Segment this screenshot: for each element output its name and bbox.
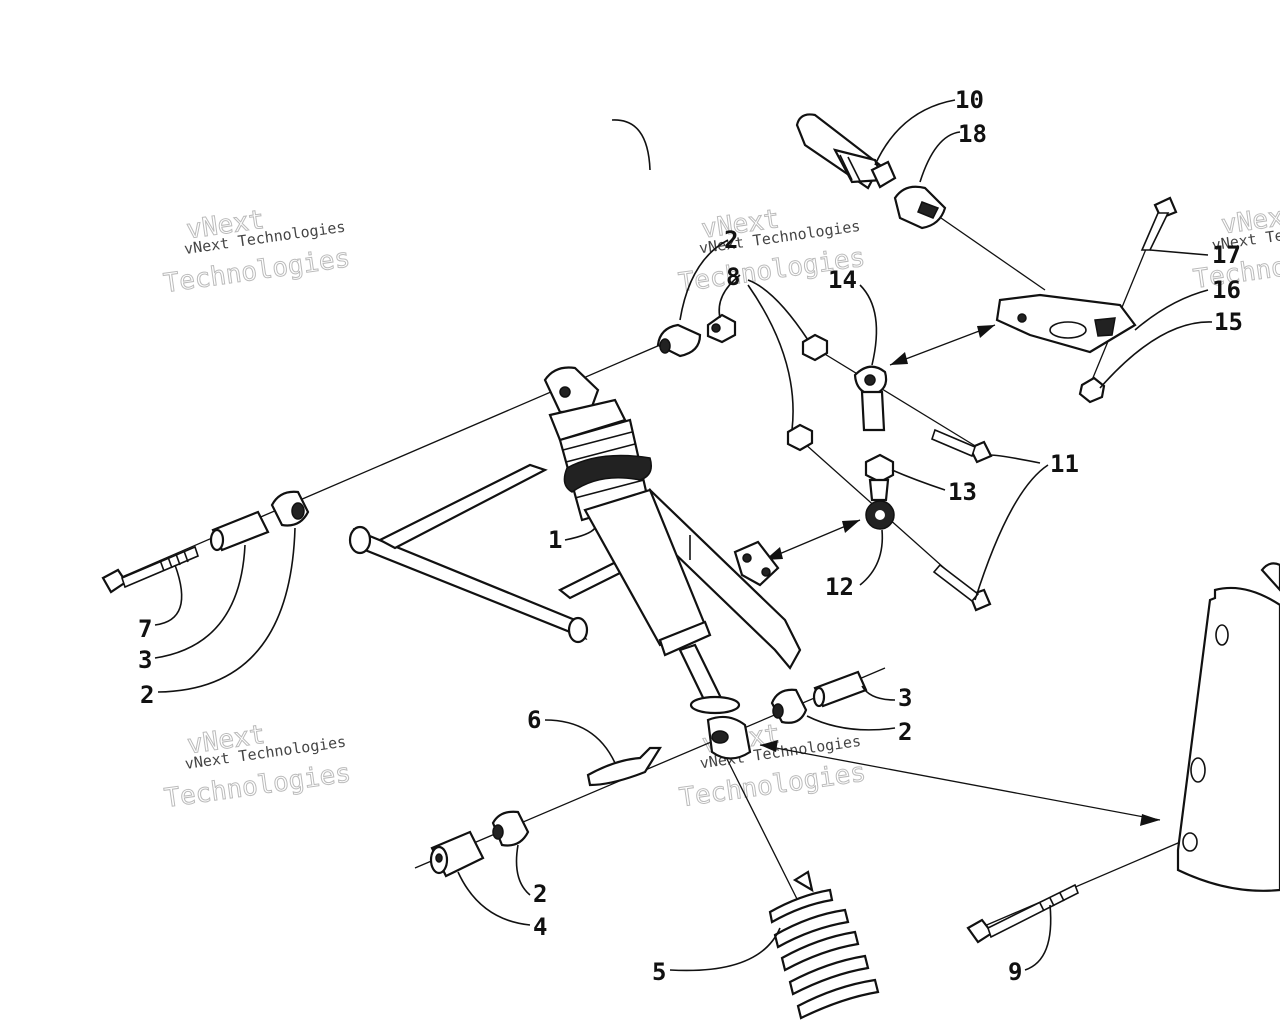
watermark-group: vNext vNext Technologies Technologies <box>677 719 868 814</box>
callout-16: 16 <box>1212 276 1241 304</box>
callout-3-right: 3 <box>898 684 912 712</box>
callout-12: 12 <box>825 573 854 601</box>
callout-14: 14 <box>828 266 857 294</box>
callout-2-left: 2 <box>140 681 154 709</box>
callout-6: 6 <box>527 706 541 734</box>
hardware-parts <box>101 313 1080 944</box>
callout-17: 17 <box>1212 241 1241 269</box>
callout-9: 9 <box>1008 958 1022 986</box>
callout-1: 1 <box>548 526 562 554</box>
watermark-group: vNext vNext Technologies Technologies <box>161 204 352 299</box>
callout-2-top: 2 <box>724 226 738 254</box>
callout-3-left: 3 <box>138 646 152 674</box>
callout-11: 11 <box>1050 450 1079 478</box>
leader-lines <box>154 99 1213 972</box>
callout-10: 10 <box>955 86 984 114</box>
callout-15: 15 <box>1214 308 1243 336</box>
connection-arrows <box>759 324 1161 826</box>
coil-spring <box>768 870 880 1020</box>
callout-7: 7 <box>138 615 152 643</box>
watermark-group: vNext vNext Technologies Technologies <box>162 719 353 814</box>
callout-8: 8 <box>726 263 740 291</box>
callout-labels: 1 2 8 10 18 14 17 16 15 11 13 12 7 3 2 6… <box>138 86 1243 986</box>
callout-2-bottom: 2 <box>533 880 547 908</box>
callout-5: 5 <box>652 958 666 986</box>
linkage-upper <box>795 113 1178 404</box>
callout-2-right: 2 <box>898 718 912 746</box>
callout-13: 13 <box>948 478 977 506</box>
right-housing <box>1176 562 1280 892</box>
shock-absorber <box>543 366 752 760</box>
callout-4: 4 <box>533 913 547 941</box>
callout-18: 18 <box>958 120 987 148</box>
